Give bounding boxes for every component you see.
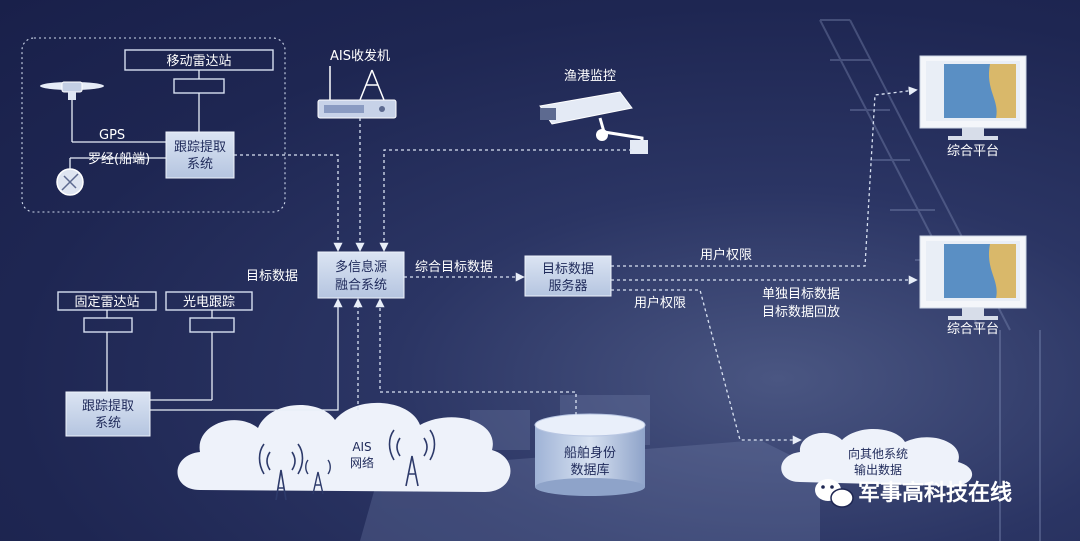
radio-tower-icon-3 — [388, 429, 436, 487]
watermark-text: 军事高科技在线 — [858, 480, 1012, 506]
target-playback-label: 目标数据回放 — [762, 305, 840, 320]
target-data-label: 目标数据 — [246, 269, 298, 284]
fusion-label-1: 多信息源 — [335, 259, 387, 275]
fusion-system-box — [317, 251, 405, 299]
fixed-tracking-label-1: 跟踪提取 — [82, 398, 134, 414]
mobile-radar-label: 移动雷达站 — [166, 54, 231, 69]
database-icon — [534, 413, 646, 496]
output-label-1: 向其他系统 — [848, 446, 908, 461]
eo-tracking-label: 光电跟踪 — [183, 295, 235, 310]
radio-tower-icon-1 — [258, 443, 304, 501]
radio-tower-icon-2 — [305, 459, 331, 495]
ais-network-label-2: 网络 — [350, 455, 374, 470]
fixed-tracking-box — [65, 391, 151, 437]
ship-db-label-1: 船舶身份 — [564, 445, 616, 461]
user-rights-top-label: 用户权限 — [700, 247, 752, 263]
harbor-monitor-label: 渔港监控 — [564, 69, 616, 84]
mobile-tracking-label-2: 系统 — [187, 157, 213, 172]
server-label-2: 服务器 — [548, 278, 587, 294]
eo-tracking-unit — [189, 317, 235, 333]
connection-lines — [150, 86, 918, 445]
ais-network-cloud-icon — [177, 402, 511, 492]
platform-bottom-label: 综合平台 — [947, 322, 999, 337]
platform-top-label: 综合平台 — [947, 144, 999, 159]
output-cloud-icon — [781, 428, 973, 486]
server-label-1: 目标数据 — [542, 262, 594, 277]
user-rights-bottom-label: 用户权限 — [634, 295, 686, 311]
fixed-radar-label: 固定雷达站 — [74, 295, 139, 310]
fusion-label-2: 融合系统 — [335, 278, 387, 293]
output-label-2: 输出数据 — [854, 462, 902, 477]
mobile-tracking-label-1: 跟踪提取 — [174, 139, 226, 155]
fixed-radar-unit — [83, 317, 133, 333]
mobile-tracking-box — [165, 131, 235, 179]
wechat-icon — [815, 479, 854, 508]
ais-transceiver-label: AIS收发机 — [330, 48, 390, 64]
integrated-target-data-label: 综合目标数据 — [415, 260, 493, 275]
eo-tracking-box — [165, 291, 253, 311]
ais-transceiver-icon — [317, 66, 397, 119]
monitor-icon-top — [919, 55, 1027, 140]
mobile-radar-unit — [173, 78, 225, 94]
crane-silhouette — [819, 19, 1041, 541]
mobile-station-region — [21, 37, 286, 213]
compass-icon — [56, 168, 84, 196]
target-server-box — [524, 255, 612, 297]
surveillance-camera-icon — [539, 91, 648, 154]
gps-antenna-icon — [40, 81, 104, 100]
gps-label: GPS — [99, 128, 125, 143]
single-target-label: 单独目标数据 — [762, 287, 840, 302]
ship-db-label-2: 数据库 — [570, 462, 609, 478]
fixed-tracking-label-2: 系统 — [95, 416, 121, 431]
monitor-icon-bottom — [919, 235, 1027, 320]
ais-network-label-1: AIS — [352, 440, 371, 454]
compass-label: 罗经(船端) — [88, 152, 150, 167]
